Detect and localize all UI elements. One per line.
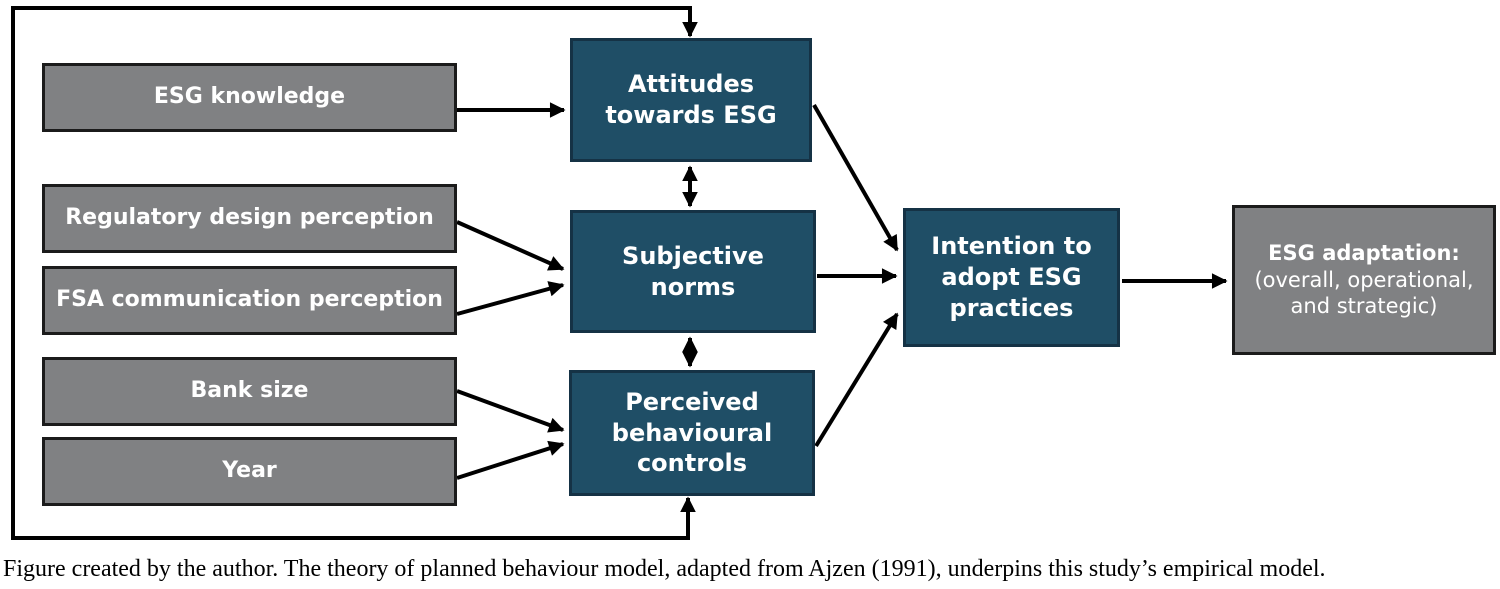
box-regulatory-design-perception: Regulatory design perception: [42, 184, 457, 253]
box-perceived-behavioural-controls: Perceived behavioural controls: [569, 370, 815, 496]
box-esg-adaptation: ESG adaptation: (overall, operational, a…: [1232, 205, 1496, 355]
box-label-subline: and strategic): [1290, 294, 1438, 319]
box-subjective-norms: Subjective norms: [570, 210, 816, 333]
arrow-attitudes-to-intention: [812, 104, 899, 252]
box-label-subline: (overall, operational,: [1254, 267, 1474, 292]
figure-caption: Figure created by the author. The theory…: [3, 556, 1326, 582]
box-label: towards ESG: [605, 101, 777, 129]
box-year: Year: [42, 437, 457, 506]
box-label: Perceived: [625, 387, 759, 416]
box-label: Attitudes: [627, 70, 755, 99]
box-label: Year: [222, 458, 277, 484]
arrow-year-to-perceived-controls: [456, 440, 565, 480]
arrow-regulatory-to-subjective-norms: [456, 220, 565, 271]
box-label: ESG knowledge: [153, 84, 346, 110]
box-label: practices: [949, 293, 1074, 322]
arrow-fsa-to-subjective-norms: [456, 281, 565, 316]
arrow-perceived-to-intention: [814, 312, 899, 448]
box-label: norms: [650, 272, 736, 301]
box-fsa-communication-perception: FSA communication perception: [42, 266, 457, 335]
box-label: Bank size: [190, 378, 309, 404]
box-esg-knowledge: ESG knowledge: [42, 63, 457, 132]
box-label: adopt ESG: [941, 263, 1082, 292]
box-intention-to-adopt-esg: Intention to adopt ESG practices: [903, 208, 1120, 347]
box-label: behavioural: [611, 418, 773, 447]
box-label: controls: [636, 449, 748, 478]
box-label: FSA communication perception: [56, 287, 443, 313]
arrow-bank-size-to-perceived-controls: [456, 389, 565, 433]
box-attitudes-towards-esg: Attitudes towards ESG: [570, 38, 812, 162]
box-label: Regulatory design perception: [65, 205, 434, 231]
box-bank-size: Bank size: [42, 357, 457, 426]
box-label: Intention to: [931, 232, 1092, 261]
box-label: Subjective: [622, 241, 764, 270]
box-label-title: ESG adaptation:: [1268, 240, 1460, 265]
